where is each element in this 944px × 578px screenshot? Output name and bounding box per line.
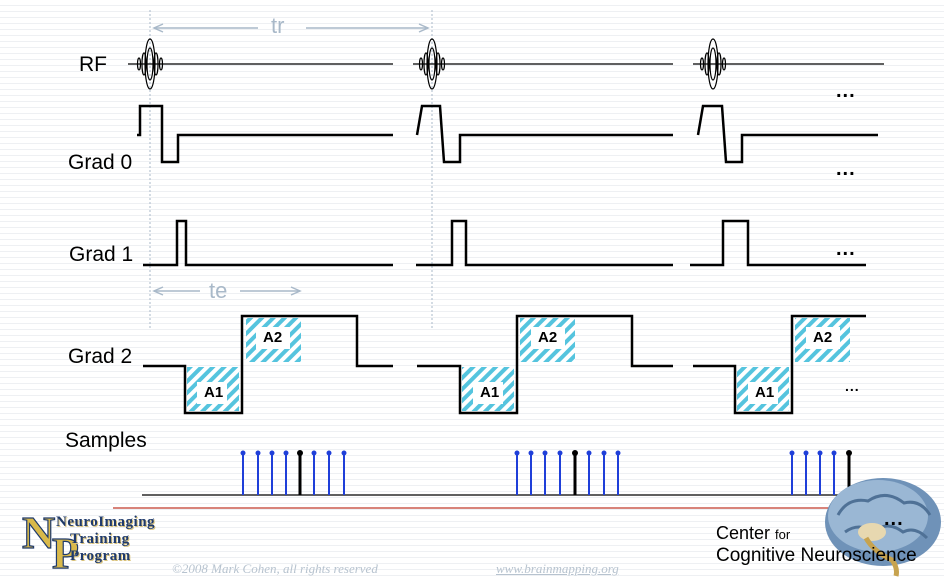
grad1-trace [143, 221, 866, 265]
sample-head [832, 451, 837, 456]
svg-text:N: N [22, 507, 55, 558]
sample-head [602, 451, 607, 456]
a2-label-1: A2 [263, 329, 282, 346]
sample-head [270, 451, 275, 456]
ntp-logo-line2: Training [70, 531, 130, 548]
grad2-label: Grad 2 [68, 345, 132, 369]
grad0-ellipsis: ... [836, 158, 856, 181]
website-link[interactable]: www.brainmapping.org [496, 561, 619, 577]
sample-head [515, 451, 520, 456]
sample-head [558, 451, 563, 456]
sample-head [312, 451, 317, 456]
cnn-logo-center: Center [716, 523, 770, 543]
a1-label-1: A1 [204, 384, 223, 401]
sample-head [342, 451, 347, 456]
sample-head [529, 451, 534, 456]
sample-head [790, 451, 795, 456]
center-sample-head [297, 450, 303, 456]
sample-head [256, 451, 261, 456]
samples-ellipsis: ... [884, 508, 904, 531]
a2-label-3: A2 [813, 329, 832, 346]
grad1-ellipsis: ... [836, 238, 856, 261]
ntp-logo-line1: NeuroImaging [56, 514, 155, 531]
sample-head [327, 451, 332, 456]
grad0-label: Grad 0 [68, 151, 132, 175]
sample-head [543, 451, 548, 456]
sample-head [804, 451, 809, 456]
ntp-logo-line3: Program [70, 548, 131, 565]
copyright-text: ©2008 Mark Cohen, all rights reserved [172, 561, 378, 577]
a1-label-3: A1 [755, 384, 774, 401]
a2-label-2: A2 [538, 329, 557, 346]
cnn-logo-line2: Cognitive Neuroscience [716, 545, 917, 567]
samples-label: Samples [65, 429, 147, 453]
rf-ellipsis: ... [836, 80, 856, 103]
grad0-trace [137, 106, 878, 162]
center-sample-head [572, 450, 578, 456]
grad2-ellipsis: ... [845, 378, 860, 394]
cnn-logo-for: for [775, 527, 790, 542]
sample-head [587, 451, 592, 456]
te-label: te [209, 278, 227, 304]
cnn-logo-line1: Center for [716, 523, 790, 544]
tr-dimension-arrow [154, 24, 428, 32]
a1-label-2: A1 [480, 384, 499, 401]
sample-pins [241, 450, 853, 495]
sample-head [818, 451, 823, 456]
sample-head [284, 451, 289, 456]
sample-head [616, 451, 621, 456]
sample-head [241, 451, 246, 456]
rf-label: RF [79, 53, 107, 77]
tr-label: tr [271, 13, 284, 39]
grad1-label: Grad 1 [69, 243, 133, 267]
center-sample-head [846, 450, 852, 456]
